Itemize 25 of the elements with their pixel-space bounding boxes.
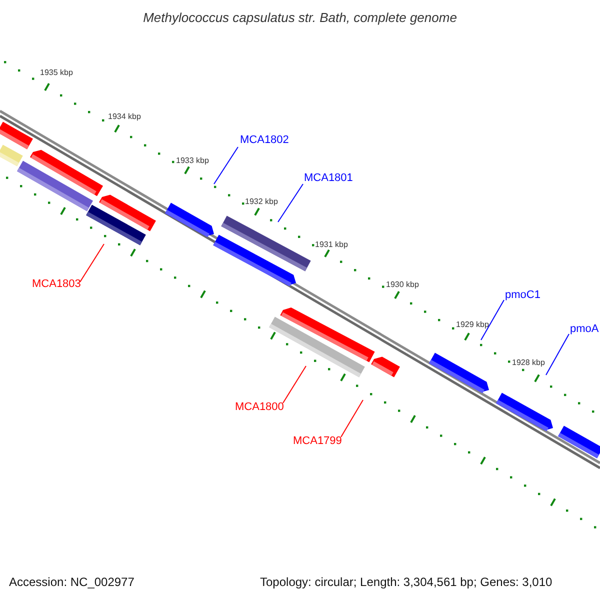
diagram-title: Methylococcus capsulatus str. Bath, complete genome: [142, 10, 458, 25]
gene-label: pmoC1: [505, 289, 540, 301]
gene-label: MCA1800: [235, 401, 284, 413]
leader-line: [340, 400, 364, 438]
scale-label: 1933 kbp: [176, 156, 209, 165]
genome-note: Accession: NC_002977: [9, 575, 134, 589]
scale-label: 1932 kbp: [245, 197, 278, 206]
gene-label: MCA1799: [293, 435, 342, 447]
scale-label: 1928 kbp: [512, 358, 545, 367]
scale-label: 1930 kbp: [386, 280, 419, 289]
scale-label: 1931 kbp: [315, 240, 348, 249]
genome-note: Topology: circular; Length: 3,304,561 bp; Genes: 3,010: [260, 575, 552, 589]
leader-line: [278, 184, 304, 222]
scale-label: 1934 kbp: [108, 112, 141, 121]
scale-label: 1935 kbp: [40, 68, 73, 77]
leader-line: [546, 334, 570, 376]
leader-line: [480, 300, 504, 340]
leader-line: [80, 244, 104, 282]
gene-label: pmoA: [570, 323, 599, 335]
gene-label: MCA1801: [304, 172, 353, 184]
gene-label: MCA1802: [240, 134, 289, 146]
leader-line: [282, 366, 306, 404]
gene-label: MCA1803: [32, 278, 81, 290]
leader-line: [214, 146, 238, 184]
scale-label: 1929 kbp: [456, 320, 489, 329]
